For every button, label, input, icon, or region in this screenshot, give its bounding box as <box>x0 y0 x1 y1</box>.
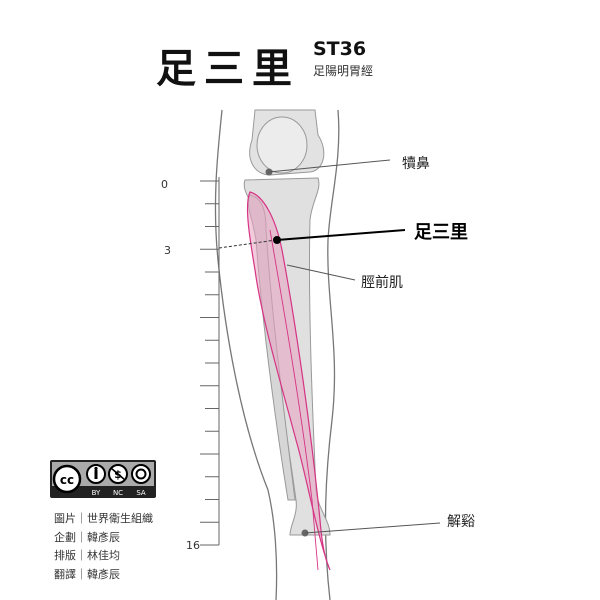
credit-line: 排版｜林佳均 <box>54 549 120 562</box>
label-jiexi: 解谿 <box>447 514 475 530</box>
cc-license-badge: cc $ BY NC SA <box>50 460 156 498</box>
label-dubi: 犢鼻 <box>402 156 430 172</box>
page-title: 足三里 <box>156 46 300 92</box>
credit-line: 翻譯｜韓彥辰 <box>54 567 120 581</box>
meridian-name: 足陽明胃經 <box>313 64 374 78</box>
measurement-ruler <box>200 177 220 546</box>
patella <box>256 116 308 174</box>
ruler-label-16: 16 <box>186 539 200 552</box>
tibialis-anterior-muscle <box>246 191 331 571</box>
leg-outline-right <box>324 109 340 600</box>
credit-line: 圖片｜世界衛生組織 <box>54 512 153 525</box>
sa-icon <box>131 464 151 484</box>
label-tibialis-anterior: 脛前肌 <box>361 275 403 291</box>
svg-text:cc: cc <box>60 473 74 487</box>
leg-outline <box>214 109 278 600</box>
credit-line: 企劃｜韓彥辰 <box>54 530 120 544</box>
point-code: ST36 <box>313 38 367 60</box>
cc-icon <box>52 464 82 494</box>
credits: 圖片｜世界衛生組織 企劃｜韓彥辰 排版｜林佳均 翻譯｜韓彥辰 <box>54 510 153 584</box>
ruler-label-0: 0 <box>161 178 168 191</box>
svg-text:BY: BY <box>92 489 101 497</box>
svg-text:NC: NC <box>113 489 123 497</box>
label-zusanli: 足三里 <box>414 222 468 243</box>
muscle-tendon <box>269 229 319 571</box>
ruler-label-3: 3 <box>164 244 171 257</box>
svg-text:SA: SA <box>136 489 146 497</box>
